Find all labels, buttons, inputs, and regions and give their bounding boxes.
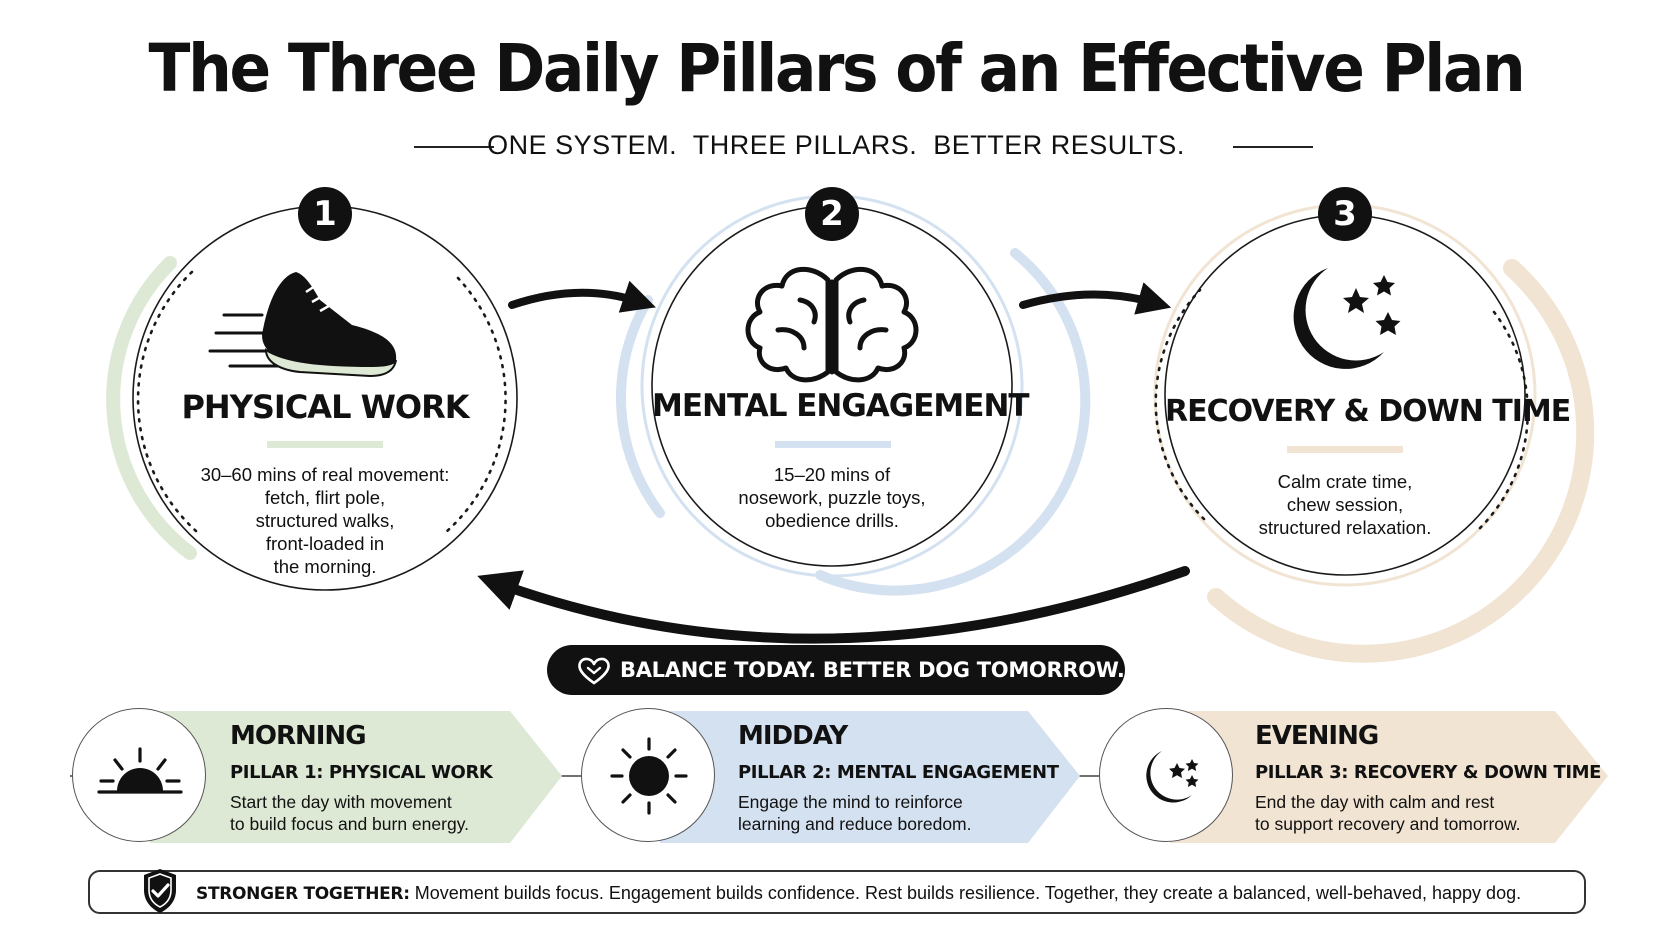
pillar-2-ring [615, 194, 1091, 596]
arrow-1-to-2 [508, 280, 656, 313]
pillar-2-accent-bar [775, 441, 891, 448]
balance-banner: BALANCE TODAY. BETTER DOG TOMORROW. [547, 645, 1125, 695]
evening-pillar: PILLAR 3: RECOVERY & DOWN TIME [1255, 762, 1602, 783]
pillar-2-title: MENTAL ENGAGEMENT [652, 388, 1030, 424]
footer-summary: STRONGER TOGETHER: Movement builds focus… [88, 869, 1586, 914]
arrow-2-to-3 [1019, 282, 1172, 315]
midday-icon-circle [581, 708, 715, 842]
morning-icon-circle [72, 708, 206, 842]
pillar-1-number: 1 [298, 187, 352, 241]
footer-text: STRONGER TOGETHER: Movement builds focus… [196, 883, 1521, 904]
pillar-3-title: RECOVERY & DOWN TIME [1165, 394, 1571, 429]
sun-icon [610, 737, 688, 815]
arrow-3-to-1 [477, 566, 1190, 644]
subtitle-line-right [1233, 146, 1313, 148]
sunrise-icon [97, 747, 183, 794]
moon-stars-icon [1293, 268, 1401, 369]
brain-icon [745, 266, 919, 383]
pillar-1-title: PHYSICAL WORK [181, 388, 469, 426]
pillar-3-number: 3 [1318, 187, 1372, 241]
midday-pillar: PILLAR 2: MENTAL ENGAGEMENT [738, 762, 1059, 783]
heart-icon [578, 657, 610, 685]
banner-text: BALANCE TODAY. BETTER DOG TOMORROW. [620, 658, 1125, 682]
evening-icon-circle [1099, 708, 1233, 842]
pillar-3-ring [1153, 203, 1595, 663]
page-title: The Three Daily Pillars of an Effective … [148, 30, 1526, 107]
midday-label: MIDDAY [738, 721, 848, 751]
pillar-3-accent-bar [1287, 446, 1403, 453]
page-subtitle: ONE SYSTEM. THREE PILLARS. BETTER RESULT… [487, 130, 1185, 160]
footer-body: Movement builds focus. Engagement builds… [409, 883, 1522, 903]
shield-check-icon [144, 869, 176, 913]
pillar-1-accent-bar [267, 441, 383, 448]
pillar-1-description: 30–60 mins of real movement:fetch, flirt… [200, 464, 450, 577]
subtitle-line-left [414, 146, 494, 148]
pillar-3-description: Calm crate time,chew session,structured … [1258, 471, 1432, 538]
footer-lead: STRONGER TOGETHER: [196, 884, 410, 904]
moon-icon [1146, 751, 1199, 803]
morning-label: MORNING [230, 721, 367, 751]
running-shoe-icon [208, 272, 397, 378]
evening-label: EVENING [1255, 721, 1379, 751]
pillar-2-number: 2 [805, 187, 859, 241]
morning-pillar: PILLAR 1: PHYSICAL WORK [230, 762, 493, 783]
